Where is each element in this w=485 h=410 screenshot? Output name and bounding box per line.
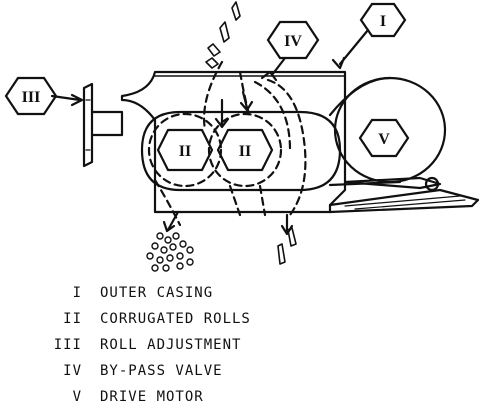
callout-drive-motor-label: V (378, 131, 390, 148)
discharge-right (228, 184, 267, 217)
bypass-channel (266, 78, 307, 217)
legend-numeral: II (63, 311, 82, 327)
outer-casing-outline (120, 70, 347, 214)
callout-bypass-valve-label: IV (284, 33, 302, 50)
legend-label: BY-PASS VALVE (100, 363, 223, 379)
legend-label: CORRUGATED ROLLS (100, 311, 251, 327)
legend-numeral: IV (63, 363, 82, 379)
callout-roll-left-label: II (179, 143, 191, 160)
callout-drive-motor-hex (358, 118, 410, 158)
callout-roll-adjustment-hex (4, 76, 58, 116)
base-skid (328, 188, 480, 214)
callout-bypass-valve-hex (266, 20, 320, 60)
arrow-feed-down (214, 98, 230, 129)
bypass-piece-1 (277, 243, 286, 265)
bypass-channel-inner (253, 80, 292, 152)
legend-row: III ROLL ADJUSTMENT (40, 332, 400, 358)
crushed-material (146, 232, 194, 272)
motor-base-bracket (343, 176, 442, 190)
roll-adjustment-handwheel (82, 82, 94, 168)
arrow-feed-center (239, 90, 254, 112)
legend-row: I OUTER CASING (40, 280, 400, 306)
legend-label: OUTER CASING (100, 285, 214, 301)
legend-numeral: III (53, 337, 82, 353)
callout-outer-casing-label: I (380, 13, 386, 30)
feed-piece-4 (205, 57, 219, 69)
flow-path-left (203, 60, 224, 132)
legend-row: IV BY-PASS VALVE (40, 358, 400, 384)
leader-bypass-valve (270, 56, 287, 77)
legend-label: ROLL ADJUSTMENT (100, 337, 242, 353)
feed-piece-1 (231, 1, 241, 21)
legend: I OUTER CASING II CORRUGATED ROLLS III R… (40, 280, 400, 410)
discharge-left (153, 178, 182, 227)
legend-label: DRIVE MOTOR (100, 389, 204, 405)
base-skid-lines (344, 195, 466, 210)
roll-left-dashed (147, 112, 223, 188)
feed-piece-3 (207, 43, 221, 57)
legend-row: II CORRUGATED ROLLS (40, 306, 400, 332)
arrow-bypass (260, 70, 278, 82)
callout-roll-adjustment-label: III (22, 89, 41, 106)
crushed-output-arrow (162, 210, 180, 233)
bypass-discharge-arrow (280, 213, 294, 236)
legend-numeral: I (72, 285, 82, 301)
feed-piece-2 (219, 21, 230, 43)
roll-right-hex (216, 128, 274, 172)
legend-numeral: V (72, 389, 82, 405)
callout-outer-casing-hex (359, 2, 407, 38)
callout-roll-right-label: II (239, 143, 251, 160)
roll-adjustment-shaft (90, 110, 124, 137)
legend-row: V DRIVE MOTOR (40, 384, 400, 410)
handwheel-detail (85, 99, 91, 151)
bypass-piece-2 (287, 227, 297, 247)
leader-outer-casing (331, 28, 370, 70)
roll-left-hex (156, 128, 214, 172)
roll-right-dashed (207, 112, 283, 188)
